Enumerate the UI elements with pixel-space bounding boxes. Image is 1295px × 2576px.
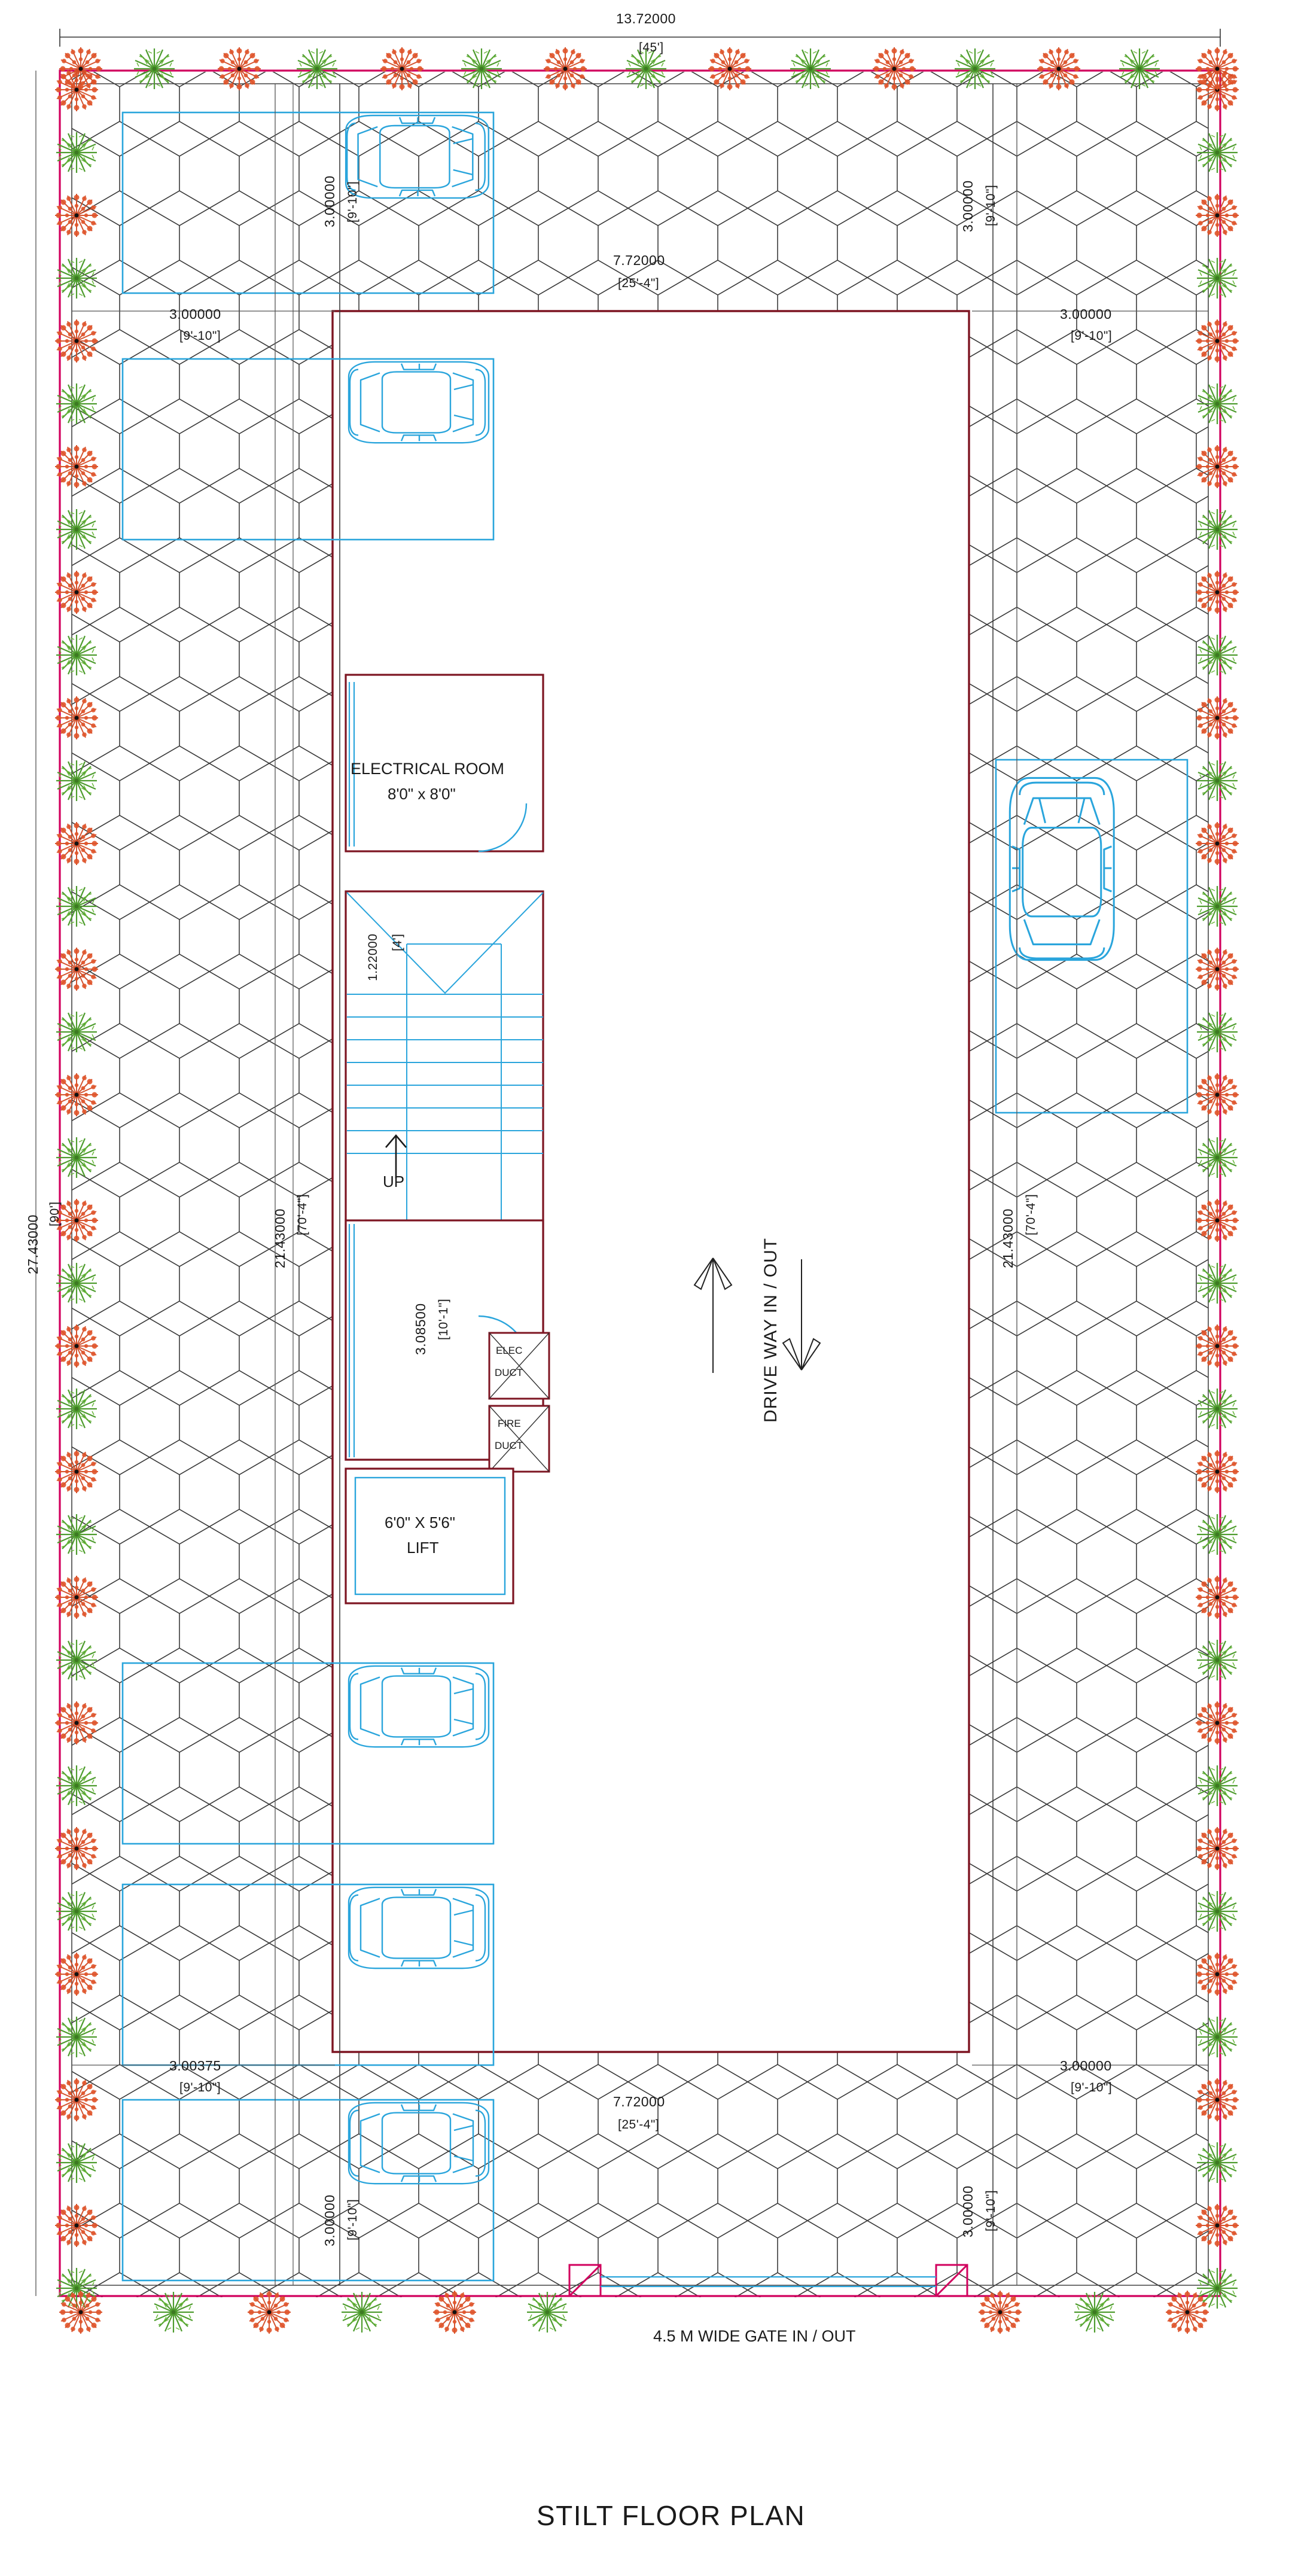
electrical-room-size: 8'0" x 8'0" — [388, 785, 456, 803]
dim-top-right-setback-imperial: [9'-10"] — [1071, 329, 1113, 343]
lift-size-label: 6'0" X 5'6" — [385, 1514, 456, 1531]
dim-top-left-setback-metric: 3.00000 — [169, 306, 221, 322]
dim-bottom-left-setback-imperial: [9'-10"] — [179, 2081, 221, 2094]
dim-top-right-strip-imperial: [9'-10"] — [984, 184, 998, 226]
dim-bottom-right-strip-metric: 3.00000 — [960, 2185, 976, 2237]
fire-duct-hatch — [489, 1405, 550, 1472]
parking-bay-right-1 — [995, 759, 1189, 1114]
electrical-room-label: ELECTRICAL ROOM — [351, 760, 505, 778]
dim-stair-run-metric: 3.08500 — [413, 1303, 428, 1355]
gate-label: 4.5 M WIDE GATE IN / OUT — [653, 2327, 856, 2345]
parking-bay-left-2 — [121, 358, 495, 541]
dim-bottom-right-setback-metric: 3.00000 — [1060, 2058, 1112, 2073]
dim-top-center-metric: 7.72000 — [613, 252, 665, 268]
fire-duct-label-line2: DUCT — [495, 1440, 523, 1451]
parking-bay-left-5 — [121, 2099, 495, 2282]
gate-leaf — [601, 2276, 936, 2288]
lift-inner — [354, 1476, 506, 1595]
driveway-arrow-down — [782, 1259, 821, 1371]
stair-lower-inner — [348, 1224, 355, 1457]
dimension-leaders — [35, 71, 1208, 2296]
dim-top-right-strip-metric: 3.00000 — [960, 180, 976, 232]
dim-left-inner-imperial: [70'-4"] — [295, 1193, 309, 1235]
staircase-treads — [347, 994, 543, 1154]
paving-right — [969, 72, 1208, 2297]
dim-bottom-center-imperial: [25'-4"] — [618, 2118, 660, 2132]
dim-bottom-center-metric: 7.72000 — [613, 2094, 665, 2109]
dim-stair-landing-imperial: [4'] — [391, 933, 404, 951]
dim-left-overall-imperial: [90'] — [48, 1201, 62, 1226]
dim-right-inner-imperial: [70'-4"] — [1024, 1193, 1038, 1235]
driveway-arrow-up — [693, 1257, 733, 1373]
dim-top-overall-metric: 13.72000 — [616, 11, 676, 26]
electrical-room-door — [478, 803, 528, 852]
dim-bottom-right-setback-imperial: [9'-10"] — [1071, 2081, 1113, 2094]
up-arrow-icon — [385, 1134, 407, 1179]
dim-bottom-left-setback-metric: 3.00375 — [169, 2058, 221, 2073]
dim-stair-landing-metric: 1.22000 — [366, 933, 380, 981]
electrical-room-inner-wall — [348, 682, 355, 847]
dim-right-inner-metric: 21.43000 — [1000, 1208, 1016, 1268]
dim-bottom-car-depth-imperial: [9'-10"] — [346, 2199, 359, 2240]
dim-top-center-imperial: [25'-4"] — [618, 276, 660, 290]
electrical-room-outline — [345, 674, 544, 852]
elec-duct-hatch — [489, 1332, 550, 1399]
dim-top-car-depth-metric: 3.00000 — [322, 175, 337, 227]
dim-top-left-setback-imperial: [9'-10"] — [179, 329, 221, 343]
paving-left — [72, 72, 344, 2297]
plan-title: STILT FLOOR PLAN — [537, 2500, 806, 2531]
dim-bottom-right-strip-imperial: [9'-10"] — [984, 2190, 998, 2231]
lift-name-label: LIFT — [407, 1539, 439, 1557]
up-label: UP — [383, 1173, 405, 1190]
lift-outline — [345, 1467, 514, 1604]
left-grid-lines — [292, 84, 340, 2285]
paving-bottom — [344, 2052, 972, 2297]
dim-stair-run-imperial: [10'-1"] — [437, 1298, 450, 1340]
fire-duct-label-line1: FIRE — [498, 1418, 521, 1429]
dim-top-right-setback-metric: 3.00000 — [1060, 306, 1112, 322]
elec-duct-label-line2: DUCT — [495, 1367, 523, 1378]
dim-left-inner-metric: 21.43000 — [272, 1208, 288, 1268]
elec-duct-label-line1: ELEC — [496, 1345, 523, 1356]
paving-top — [344, 72, 972, 311]
parking-bay-left-3 — [121, 1662, 495, 1845]
dimension-top-overall — [59, 29, 1221, 47]
dim-top-overall-imperial: [45'] — [639, 41, 664, 54]
driveway-label: DRIVE WAY IN / OUT — [761, 1237, 781, 1423]
dim-left-overall-metric: 27.43000 — [25, 1214, 41, 1274]
parking-bay-left-1 — [121, 111, 495, 294]
gate-symbol — [568, 2264, 968, 2297]
dim-bottom-car-depth-metric: 3.00000 — [322, 2194, 337, 2246]
dim-top-car-depth-imperial: [9'-10"] — [346, 181, 359, 223]
